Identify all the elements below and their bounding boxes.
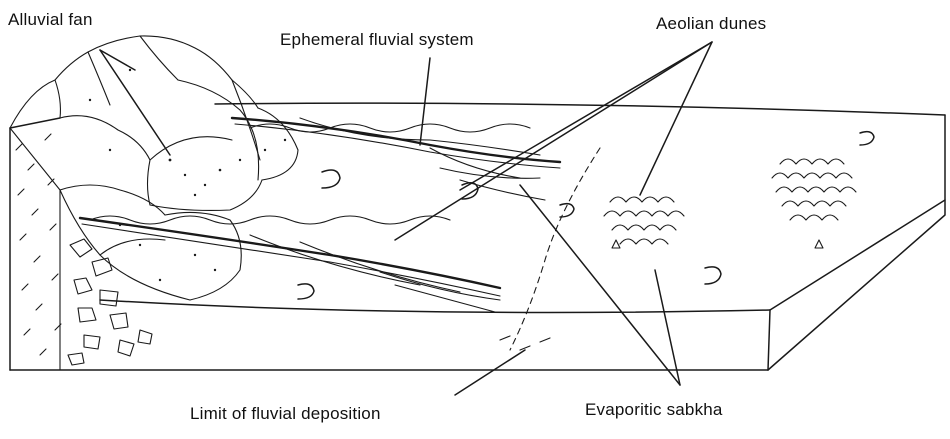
dune-field-middle bbox=[604, 197, 684, 244]
leader-dunes-1 bbox=[460, 42, 712, 190]
label-evaporitic-sabkha: Evaporitic sabkha bbox=[585, 400, 723, 420]
label-aeolian-dunes: Aeolian dunes bbox=[656, 14, 766, 34]
block-outline bbox=[10, 103, 945, 370]
dune-field-right bbox=[772, 159, 856, 220]
fluvial-channel-upper bbox=[232, 118, 560, 178]
fan-stipple bbox=[89, 69, 286, 281]
bedrock-hatch bbox=[10, 128, 61, 370]
label-limit-fluvial-deposition: Limit of fluvial deposition bbox=[190, 404, 381, 424]
label-alluvial-fan: Alluvial fan bbox=[8, 10, 93, 30]
leader-sabkha-1 bbox=[520, 185, 680, 385]
sabkha-marks bbox=[500, 240, 823, 350]
label-ephemeral-fluvial-system: Ephemeral fluvial system bbox=[280, 30, 474, 50]
sand-streaks bbox=[380, 168, 545, 312]
alluvial-fans bbox=[10, 36, 298, 300]
leader-limit bbox=[455, 350, 525, 395]
leader-fluvial bbox=[420, 58, 430, 145]
leader-lines bbox=[100, 42, 712, 395]
leader-alluvial-fan-2 bbox=[100, 50, 135, 70]
leader-sabkha-2 bbox=[655, 270, 680, 385]
leader-alluvial-fan-1 bbox=[100, 50, 170, 155]
